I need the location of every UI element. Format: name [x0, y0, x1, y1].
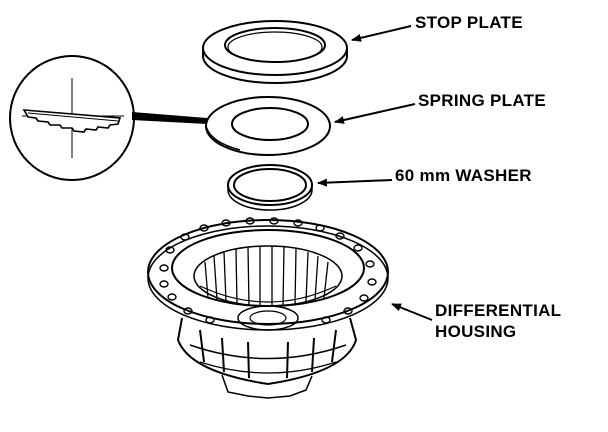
label-stop-plate: STOP PLATE	[415, 13, 523, 32]
label-differential-line1: DIFFERENTIAL	[435, 301, 562, 320]
differential-housing	[147, 219, 389, 399]
washer-60mm	[227, 164, 313, 211]
detail-leader	[132, 112, 207, 124]
label-washer: 60 mm WASHER	[395, 166, 532, 185]
label-differential-housing: DIFFERENTIAL HOUSING	[435, 300, 561, 342]
spring-plate	[205, 96, 331, 156]
stop-plate	[202, 20, 348, 84]
label-arrows	[317, 25, 433, 321]
label-differential-line2: HOUSING	[435, 322, 517, 341]
detail-magnifier-circle	[9, 55, 135, 181]
flange-bolt-holes	[159, 217, 377, 324]
label-spring-plate: SPRING PLATE	[418, 91, 546, 110]
